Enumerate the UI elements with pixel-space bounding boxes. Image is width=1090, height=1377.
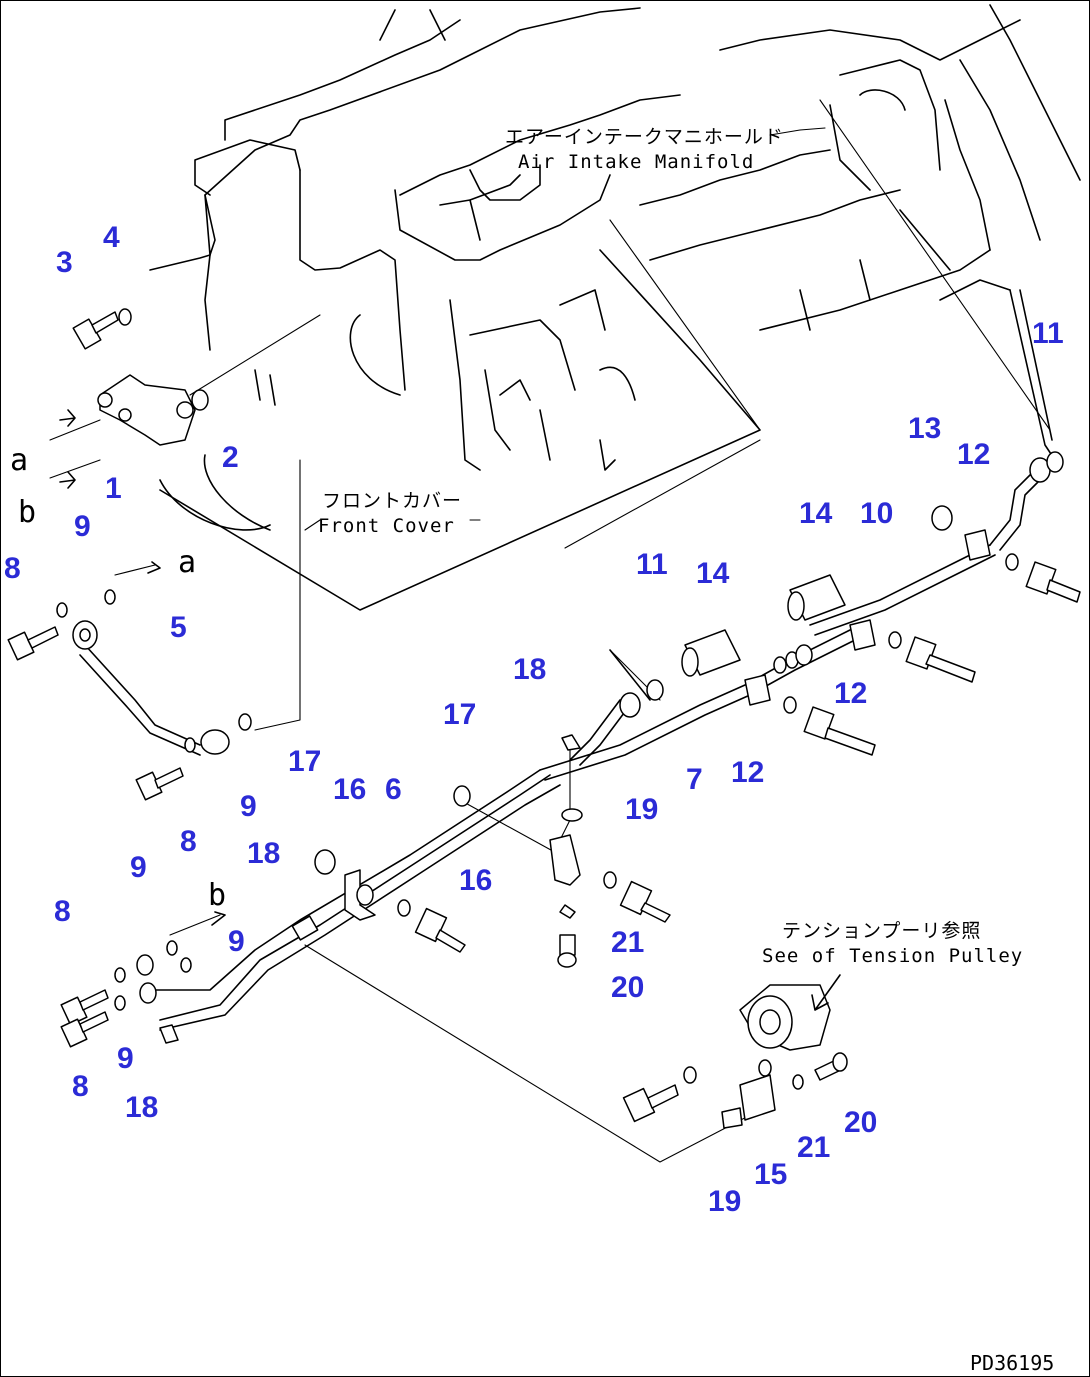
front-cover-label-en: Front Cover	[318, 515, 455, 537]
callout-1: 1	[105, 472, 122, 505]
callout-21-a: 21	[611, 926, 644, 959]
air-intake-label-jp: エアーインテークマニホールド	[505, 126, 784, 148]
air-intake-label-en: Air Intake Manifold	[518, 151, 754, 173]
bolt-part-8-middle	[135, 767, 184, 801]
bolt-part-8-upper	[7, 626, 59, 661]
connection-letter-a-mid: a	[178, 545, 196, 580]
callout-14-a: 14	[799, 497, 833, 530]
parts	[7, 308, 1081, 1129]
callout-19-a: 19	[625, 793, 658, 826]
callout-7: 7	[686, 763, 703, 796]
callouts: 1 2 3 4 5 6 7 8 8 8 8 9 9 9 9 9 10 11 11…	[4, 221, 1064, 1218]
tension-pulley-label-jp: テンションプーリ参照	[782, 920, 981, 942]
callout-20-a: 20	[611, 971, 644, 1004]
spacer-part-17	[314, 785, 471, 875]
callout-5: 5	[170, 611, 187, 644]
callout-4: 4	[103, 221, 120, 254]
bracket-part-1	[97, 374, 196, 446]
callout-12-c: 12	[731, 756, 764, 789]
connection-letter-b-left: b	[18, 495, 36, 530]
spacer-part-13	[931, 505, 953, 531]
callout-16-a: 16	[333, 773, 366, 806]
callout-12-b: 12	[834, 677, 867, 710]
bolt-part-3	[72, 311, 119, 350]
bracket-part-16-left	[344, 869, 466, 953]
connection-letter-a-top: a	[10, 443, 28, 478]
callout-9-c: 9	[130, 851, 147, 884]
spacer-part-14-upper	[787, 574, 846, 621]
callout-11-b: 11	[636, 548, 668, 581]
callout-6: 6	[385, 773, 402, 806]
callout-8-a: 8	[4, 552, 21, 585]
pipe-assembly	[79, 289, 1056, 1031]
callout-15: 15	[754, 1158, 787, 1191]
callout-20-b: 20	[844, 1106, 877, 1139]
callout-2: 2	[222, 441, 239, 474]
callout-9-a: 9	[74, 510, 91, 543]
callout-18-c: 18	[125, 1091, 158, 1124]
connection-letter-b-low: b	[208, 878, 226, 913]
spacer-part-14-lower	[681, 629, 741, 677]
callout-17-b: 17	[443, 698, 476, 731]
clamp-part-18	[159, 734, 581, 1044]
leader-lines	[49, 99, 1051, 1163]
eye-joints-upper	[619, 451, 1064, 718]
tension-pulley-bracket	[622, 984, 848, 1129]
drawing-code: PD36195	[970, 1351, 1054, 1375]
washer-part-4	[118, 308, 132, 326]
callout-13: 13	[908, 412, 941, 445]
callout-10: 10	[860, 497, 893, 530]
callout-18-a: 18	[513, 653, 546, 686]
bolt-part-8-lower	[60, 989, 109, 1048]
eye-joint-pipe-5	[56, 589, 252, 755]
clamp-part-12-middle	[783, 619, 876, 756]
callout-17-a: 17	[288, 745, 321, 778]
callout-18-b: 18	[247, 837, 280, 870]
tension-pulley-label-en: See of Tension Pulley	[762, 945, 1023, 967]
callout-8-d: 8	[72, 1070, 89, 1103]
callout-9-e: 9	[117, 1042, 134, 1075]
callout-11-a: 11	[1032, 317, 1064, 350]
callout-12-a: 12	[957, 438, 990, 471]
clamp-part-12-lower	[744, 644, 813, 706]
callout-9-d: 9	[228, 925, 245, 958]
callout-16-b: 16	[459, 864, 492, 897]
front-cover-label-jp: フロントカバー	[322, 490, 462, 512]
clamp-part-12-upper	[888, 529, 1081, 683]
callout-8-b: 8	[180, 825, 197, 858]
bolt-part-20-middle	[557, 904, 577, 968]
washer-part-2	[191, 389, 209, 411]
callout-9-b: 9	[240, 790, 257, 823]
callout-8-c: 8	[54, 895, 71, 928]
washers-part-9-lower	[114, 940, 192, 1011]
callout-21-b: 21	[797, 1131, 830, 1164]
connection-arrows	[59, 409, 841, 1011]
bracket-part-16-right	[549, 808, 671, 923]
callout-3: 3	[56, 246, 73, 279]
callout-19-b: 19	[708, 1185, 741, 1218]
callout-14-b: 14	[696, 557, 730, 590]
